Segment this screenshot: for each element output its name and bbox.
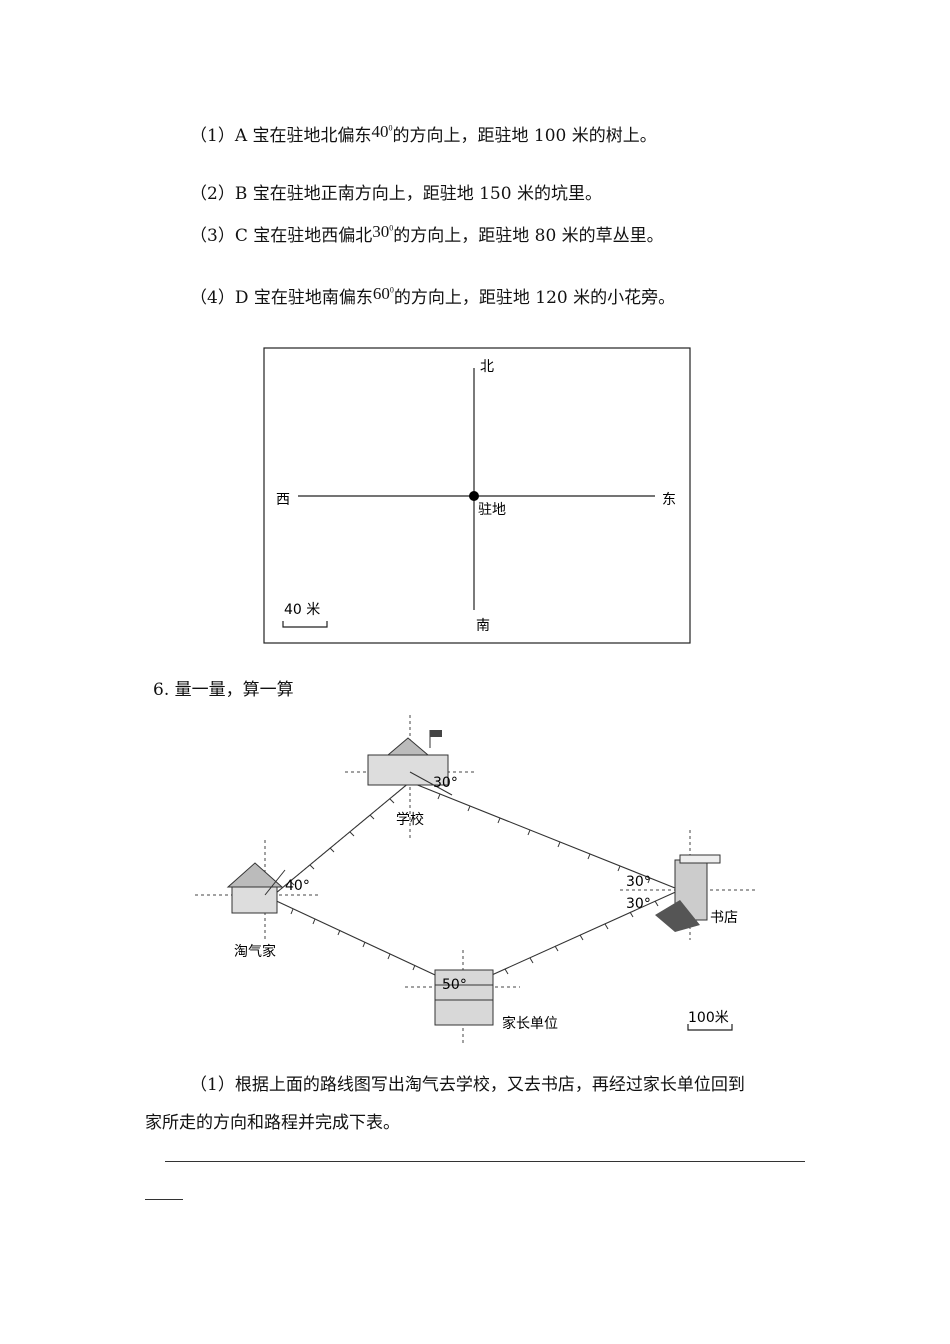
- camp-point: [469, 491, 479, 501]
- home-label: 淘气家: [234, 943, 276, 960]
- bookstore-angle-top: 30°: [626, 874, 651, 890]
- answer-line-2: [145, 1199, 183, 1200]
- school-label: 学校: [396, 811, 424, 828]
- item-4: （4）D 宝在驻地南偏东600的方向上，距驻地 120 米的小花旁。: [190, 284, 676, 308]
- school-icon: [345, 715, 475, 840]
- north-label: 北: [480, 359, 494, 375]
- compass-map: 北 南 西 东 驻地 40 米: [263, 347, 691, 644]
- work-angle: 50°: [442, 977, 467, 993]
- school-angle: 30°: [433, 775, 458, 791]
- west-label: 西: [276, 492, 290, 508]
- bookstore-icon: [620, 830, 755, 940]
- route-diagram: 30° 学校 40° 淘气家 30° 30° 书店 50° 家长单位 100米: [195, 715, 755, 1045]
- work-label: 家长单位: [502, 1015, 558, 1032]
- map-frame: [263, 347, 691, 644]
- scale-label: 40 米: [284, 602, 320, 618]
- route-scale-label: 100米: [688, 1010, 729, 1026]
- south-label: 南: [476, 618, 490, 634]
- scale-bar: [282, 621, 328, 628]
- home-icon: [195, 840, 320, 940]
- answer-line-1: [165, 1161, 805, 1162]
- work-icon: [405, 950, 520, 1045]
- question-line-1: （1）根据上面的路线图写出淘气去学校，又去书店，再经过家长单位回到: [190, 1075, 745, 1095]
- degree-60: 600: [372, 284, 394, 303]
- item-2: （2）B 宝在驻地正南方向上，距驻地 150 米的坑里。: [190, 184, 602, 204]
- camp-label: 驻地: [478, 502, 506, 518]
- bookstore-angle-bottom: 30°: [626, 896, 651, 912]
- route-lines: [269, 781, 681, 989]
- problem6-heading: 6. 量一量，算一算: [153, 680, 294, 700]
- route-scale-bar: [687, 1024, 733, 1031]
- question-line-2: 家所走的方向和路程并完成下表。: [145, 1113, 400, 1133]
- degree-30: 300: [372, 222, 394, 241]
- route-ticks: [289, 793, 659, 984]
- item-1: （1）A 宝在驻地北偏东400的方向上，距驻地 100 米的树上。: [190, 122, 657, 146]
- bookstore-label: 书店: [710, 910, 738, 926]
- home-angle: 40°: [285, 878, 310, 894]
- item-3: （3）C 宝在驻地西偏北300的方向上，距驻地 80 米的草丛里。: [190, 222, 664, 246]
- degree-40: 400: [371, 122, 393, 141]
- east-label: 东: [662, 492, 676, 508]
